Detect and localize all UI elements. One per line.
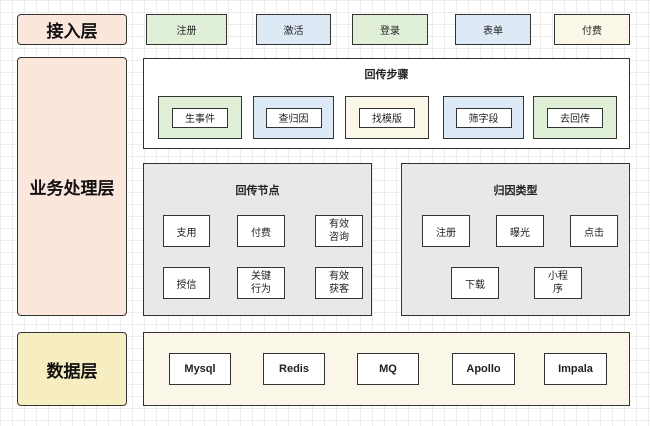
data-store-label: Mysql bbox=[184, 363, 216, 375]
access-item-activate: 激活 bbox=[256, 14, 331, 45]
callback-node-label: 支用 bbox=[176, 227, 197, 239]
data-store-mysql: Mysql bbox=[169, 353, 231, 385]
callback-step-label: 查归因 bbox=[278, 114, 309, 125]
attribution-types-title: 归因类型 bbox=[493, 184, 538, 197]
callback-node: 支用 bbox=[163, 215, 210, 247]
callback-step-inner: 查归因 bbox=[265, 107, 322, 128]
callback-step-generate-event: 生事件 bbox=[158, 96, 242, 139]
access-item-label: 注册 bbox=[176, 26, 197, 37]
attribution-type-label: 注册 bbox=[436, 227, 456, 239]
attribution-type: 注册 bbox=[422, 215, 470, 247]
callback-step-label: 找模版 bbox=[372, 114, 402, 125]
callback-node-label: 付费 bbox=[251, 227, 271, 239]
callback-step-filter-fields: 筛字段 bbox=[443, 96, 524, 139]
data-store-label: Redis bbox=[279, 363, 309, 375]
data-store-apollo: Apollo bbox=[452, 353, 515, 385]
callback-step-inner: 生事件 bbox=[172, 107, 228, 128]
attribution-type-label: 小程 序 bbox=[548, 271, 568, 295]
callback-step-do-callback: 去回传 bbox=[533, 96, 617, 139]
attribution-type: 小程 序 bbox=[534, 267, 582, 299]
access-item-payment: 付费 bbox=[554, 14, 630, 45]
callback-steps-panel: 回传步骤 生事件 查归因 找模版 筛字段 去回传 bbox=[143, 58, 630, 149]
callback-node: 有效 咨询 bbox=[315, 215, 363, 247]
callback-node-label: 有效 咨询 bbox=[329, 219, 349, 243]
access-layer-label: 接入层 bbox=[17, 14, 127, 45]
access-layer-label-text: 接入层 bbox=[46, 22, 98, 42]
data-store-impala: Impala bbox=[544, 353, 607, 385]
callback-node: 关键 行为 bbox=[237, 267, 285, 299]
access-item-login: 登录 bbox=[352, 14, 428, 45]
access-item-form: 表单 bbox=[455, 14, 531, 45]
attribution-type: 点击 bbox=[570, 215, 618, 247]
access-item-label: 登录 bbox=[380, 26, 400, 37]
access-item-label: 激活 bbox=[283, 26, 304, 37]
callback-node-label: 有效 获客 bbox=[329, 271, 349, 295]
callback-node-label: 授信 bbox=[176, 279, 197, 291]
callback-step-check-attribution: 查归因 bbox=[253, 96, 334, 139]
callback-steps-title: 回传步骤 bbox=[364, 68, 409, 81]
callback-nodes-title: 回传节点 bbox=[235, 184, 280, 197]
access-item-label: 付费 bbox=[582, 26, 602, 37]
callback-step-label: 生事件 bbox=[185, 114, 215, 125]
data-store-mq: MQ bbox=[357, 353, 419, 385]
callback-step-find-template: 找模版 bbox=[345, 96, 429, 139]
data-layer-label: 数据层 bbox=[17, 332, 127, 406]
data-store-label: Impala bbox=[558, 363, 593, 375]
callback-node: 有效 获客 bbox=[315, 267, 363, 299]
attribution-type-label: 曝光 bbox=[510, 227, 530, 239]
attribution-type: 曝光 bbox=[496, 215, 544, 247]
data-store-label: Apollo bbox=[466, 363, 501, 375]
callback-node-label: 关键 行为 bbox=[251, 271, 271, 295]
access-item-register: 注册 bbox=[146, 14, 227, 45]
attribution-type-label: 下载 bbox=[465, 279, 485, 291]
attribution-type-label: 点击 bbox=[584, 227, 604, 239]
callback-step-inner: 找模版 bbox=[359, 107, 415, 128]
callback-node: 付费 bbox=[237, 215, 285, 247]
callback-node: 授信 bbox=[163, 267, 210, 299]
data-layer-panel: Mysql Redis MQ Apollo Impala bbox=[143, 332, 630, 406]
data-store-label: MQ bbox=[379, 363, 397, 375]
access-item-label: 表单 bbox=[483, 26, 503, 37]
callback-step-inner: 筛字段 bbox=[455, 107, 512, 128]
data-store-redis: Redis bbox=[263, 353, 325, 385]
callback-step-label: 筛字段 bbox=[468, 114, 499, 125]
data-layer-label-text: 数据层 bbox=[46, 361, 98, 382]
callback-step-label: 去回传 bbox=[560, 114, 590, 125]
callback-nodes-panel: 回传节点 支用 付费 有效 咨询 授信 关键 行为 有效 获客 bbox=[143, 163, 372, 316]
business-layer-label-text: 业务处理层 bbox=[29, 179, 115, 199]
business-layer-label: 业务处理层 bbox=[17, 57, 127, 316]
callback-step-inner: 去回传 bbox=[547, 107, 603, 128]
attribution-type: 下载 bbox=[451, 267, 499, 299]
attribution-types-panel: 归因类型 注册 曝光 点击 下载 小程 序 bbox=[401, 163, 630, 316]
